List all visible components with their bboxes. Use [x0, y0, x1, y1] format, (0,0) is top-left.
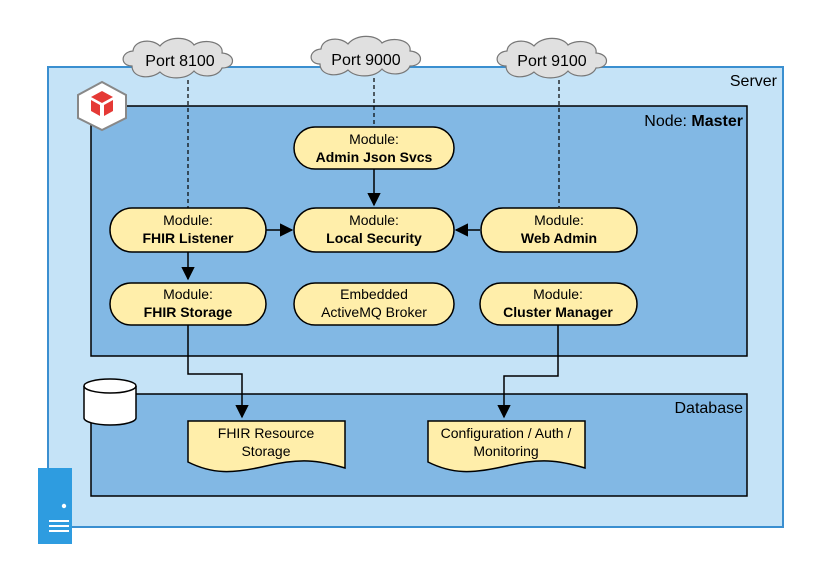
svg-text:Configuration / Auth /: Configuration / Auth /: [441, 425, 572, 441]
module-fhir-storage: Module: FHIR Storage: [109, 282, 267, 326]
svg-text:Module:: Module:: [163, 286, 213, 302]
module-embedded-activemq: Embedded ActiveMQ Broker: [293, 282, 455, 326]
svg-text:FHIR Listener: FHIR Listener: [142, 230, 234, 246]
port-8100-label: Port 8100: [145, 53, 214, 70]
svg-text:FHIR Storage: FHIR Storage: [144, 304, 233, 320]
module-local-security: Module: Local Security: [293, 207, 455, 253]
svg-text:Monitoring: Monitoring: [473, 443, 538, 459]
cloud-port-8100: Port 8100: [122, 37, 234, 79]
node-label: Node: Master: [644, 113, 743, 130]
doc-fhir-resource-storage: FHIR Resource Storage: [187, 420, 346, 473]
svg-text:Module:: Module:: [163, 212, 213, 228]
port-9100-label: Port 9100: [517, 53, 586, 70]
arrow-cluster-to-config: [497, 325, 559, 419]
port-9000-label: Port 9000: [331, 52, 400, 69]
svg-text:Local Security: Local Security: [326, 230, 422, 246]
arrow-storage-to-fhir-resource: [187, 325, 249, 419]
svg-text:Module:: Module:: [349, 212, 399, 228]
doc-configuration-auth-monitoring: Configuration / Auth / Monitoring: [427, 420, 586, 473]
svg-text:Storage: Storage: [241, 443, 290, 459]
svg-text:Module:: Module:: [534, 212, 584, 228]
node-cube-icon: [77, 80, 127, 132]
database-icon: [83, 378, 137, 426]
server-label: Server: [730, 73, 778, 90]
svg-text:Module:: Module:: [533, 286, 583, 302]
module-cluster-manager: Module: Cluster Manager: [479, 282, 638, 326]
module-web-admin: Module: Web Admin: [480, 207, 638, 253]
svg-text:ActiveMQ Broker: ActiveMQ Broker: [321, 304, 427, 320]
svg-text:Admin Json Svcs: Admin Json Svcs: [316, 149, 433, 165]
database-label: Database: [675, 400, 744, 417]
cloud-port-9100: Port 9100: [496, 37, 608, 79]
server-icon: [38, 468, 72, 544]
cloud-port-9000: Port 9000: [310, 35, 422, 77]
svg-text:Module:: Module:: [349, 131, 399, 147]
svg-text:Cluster Manager: Cluster Manager: [503, 304, 613, 320]
module-admin-json-svcs: Module: Admin Json Svcs: [293, 126, 455, 170]
svg-text:Embedded: Embedded: [340, 286, 408, 302]
svg-text:Web Admin: Web Admin: [521, 230, 597, 246]
svg-text:FHIR Resource: FHIR Resource: [218, 425, 315, 441]
module-fhir-listener: Module: FHIR Listener: [109, 207, 267, 253]
